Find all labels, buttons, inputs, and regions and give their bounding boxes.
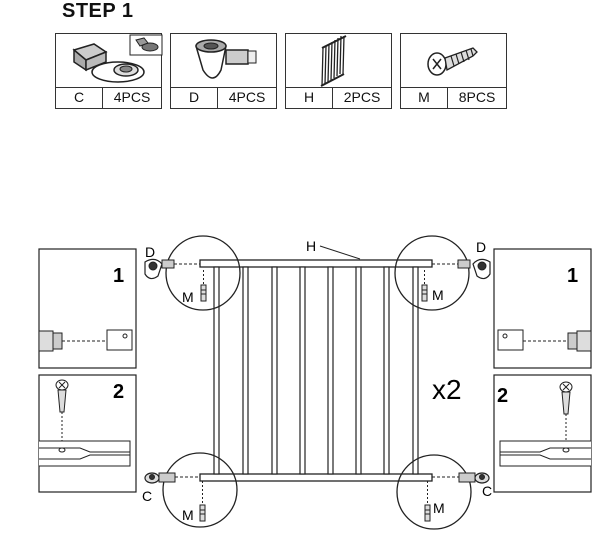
wall-cup-left	[144, 258, 200, 280]
wall-cup-right	[432, 258, 491, 280]
cup-bracket-left	[144, 472, 200, 484]
detail-panel-right-1	[493, 248, 592, 369]
label-m-bottom-left: M	[182, 507, 194, 523]
part-qty: 4PCS	[113, 89, 151, 105]
detail-circle-top-left	[165, 235, 241, 311]
part-h-box: H 2PCS	[285, 33, 392, 109]
label-d-right: D	[476, 239, 486, 255]
step-number-right-1: 1	[567, 265, 578, 287]
part-qty: 2PCS	[343, 89, 381, 105]
detail-panel-left-1	[38, 248, 137, 369]
screw-icon	[401, 34, 506, 90]
part-code: H	[286, 88, 333, 108]
gate-panel-icon	[286, 34, 391, 90]
part-d-box: D 4PCS	[170, 33, 277, 109]
label-m-top-left: M	[182, 289, 194, 305]
screw-bottom-right	[424, 481, 431, 522]
wall-cup-icon	[171, 34, 276, 90]
cup-bracket-icon	[56, 34, 163, 90]
detail-circle-bottom-right	[396, 454, 472, 530]
part-m-box: M 8PCS	[400, 33, 507, 109]
step-number-left-1: 1	[113, 265, 124, 287]
detail-panel-left-2	[38, 374, 137, 493]
part-code: M	[401, 88, 448, 108]
multiplier-label: x2	[432, 374, 462, 405]
label-m-bottom-right: M	[433, 500, 445, 516]
screw-top-left	[200, 270, 207, 302]
screw-bottom-left	[199, 481, 206, 522]
gate-panel	[199, 259, 433, 482]
label-d-left: D	[145, 244, 155, 260]
step-number-right-2: 2	[497, 385, 508, 407]
step-number-left-2: 2	[113, 381, 124, 403]
detail-panel-right-2	[493, 374, 592, 493]
label-h: H	[306, 238, 316, 254]
part-qty: 4PCS	[228, 89, 266, 105]
label-c-left: C	[142, 488, 152, 504]
part-code: D	[171, 88, 218, 108]
cup-bracket-right	[432, 472, 490, 484]
label-m-top-right: M	[432, 287, 444, 303]
label-c-right: C	[482, 483, 492, 499]
screw-top-right	[421, 270, 428, 302]
detail-circle-bottom-left	[162, 452, 238, 528]
detail-circle-top-right	[394, 235, 470, 311]
step-title: STEP 1	[62, 0, 134, 22]
part-code: C	[56, 88, 103, 108]
part-qty: 8PCS	[458, 89, 496, 105]
part-c-box: C 4PCS	[55, 33, 163, 109]
